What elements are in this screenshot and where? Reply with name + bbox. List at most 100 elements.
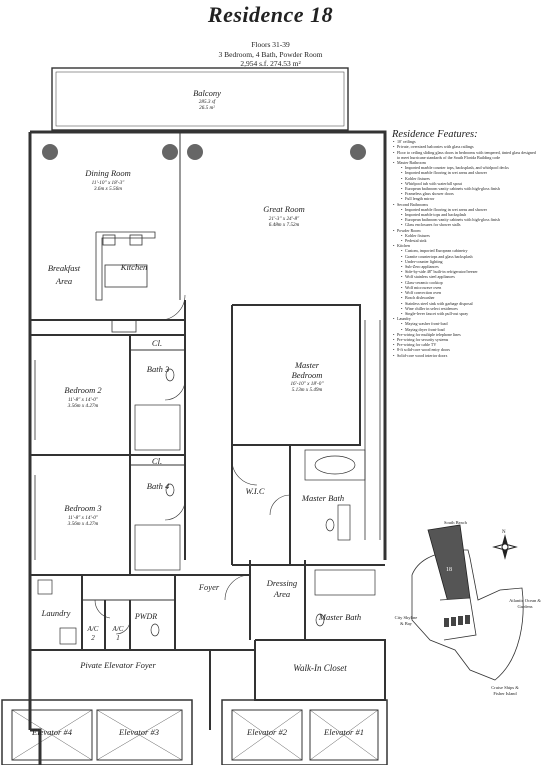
elevator-1-label: Elevator #1	[324, 727, 364, 737]
room-dressing-area: Dressing Area	[266, 578, 298, 599]
feature-item: Maytag washer front-load	[397, 321, 538, 326]
feature-item: Master Bathroom	[393, 160, 538, 165]
features-list: 10' ceilingsPrivate, oversized balconies…	[392, 139, 538, 358]
key-cruise-ships: Cruise Ships & Fisher Island	[491, 685, 519, 696]
key-unit-number: 18	[446, 567, 452, 573]
interior-walls	[30, 300, 386, 730]
door-swings	[94, 294, 291, 635]
great-dim-m: 6.48m x 7.52m	[268, 222, 300, 228]
feature-item: Kohler fixtures	[397, 233, 538, 238]
feature-item: Bosch dishwasher	[397, 295, 538, 300]
feature-item: Whirlpool tub with waterfall spout	[397, 181, 538, 186]
feature-item: 8-ft solid-core wood entry doors	[393, 347, 538, 352]
room-kitchen: Kitchen	[120, 262, 148, 272]
bed2-dim-ft: 11'-8" x 14'-0"	[67, 397, 99, 403]
room-ac-2: A/C 2	[87, 625, 99, 642]
exterior-walls	[28, 130, 387, 765]
feature-item: Powder Room	[393, 228, 538, 233]
room-great: Great Room	[263, 204, 305, 214]
room-balcony: Balcony	[193, 88, 221, 98]
balcony-outline	[51, 67, 349, 131]
feature-item: Under-counter lighting	[397, 259, 538, 264]
feature-item: Private, oversized balconies with glass …	[393, 144, 538, 149]
feature-item: Pre-wiring for multiple telephone lines	[393, 332, 538, 337]
feature-item: Stainless steel sink with garbage dispos…	[397, 301, 538, 306]
dining-dim-m: 3.6m x 5.56m	[94, 186, 122, 192]
feature-item: Glass enclosures for shower stalls	[397, 222, 538, 227]
elevator-3-label: Elevator #3	[119, 727, 159, 737]
area-text: 2,954 s.f. 274.53 m²	[240, 59, 301, 68]
feature-item: Pre-wiring for security systems	[393, 337, 538, 342]
room-master-bath-2: Master Bath	[318, 612, 362, 622]
room-dining: Dining Room	[85, 168, 131, 178]
feature-item: Wine chiller in select residences	[397, 306, 538, 311]
laundry-fixtures	[37, 579, 77, 645]
key-city-skyline: City Skyline & Bay	[394, 615, 418, 626]
room-bedroom-2: Bedroom 2	[64, 385, 102, 395]
great-dim-ft: 21'-3" x 24'-8"	[268, 216, 300, 222]
room-master-bedroom: Master Bedroom	[291, 360, 323, 380]
feature-item: Single-lever faucet with pull-out spray	[397, 311, 538, 316]
bed3-dim-ft: 11'-8" x 14'-0"	[67, 515, 99, 521]
rooms-summary: 3 Bedroom, 4 Bath, Powder Room	[218, 50, 323, 59]
dining-dim-ft: 11'-10" x 18'-3"	[91, 180, 125, 186]
glass-walls	[34, 320, 381, 560]
room-master-bath: Master Bath	[301, 493, 345, 503]
elevator-2-label: Elevator #2	[247, 727, 287, 737]
feature-item: Glass-ceramic cooktop	[397, 280, 538, 285]
room-ac-1: A/C 1	[112, 625, 124, 642]
feature-item: 10' ceilings	[393, 139, 538, 144]
compass-icon	[492, 534, 518, 560]
residence-title: Residence 18	[207, 2, 334, 27]
columns	[42, 144, 366, 160]
balcony-dim-sf: 285.3 sf	[198, 99, 216, 105]
room-bath-3: Bath 3	[146, 364, 170, 374]
feature-item: Wolf stainless steel appliances	[397, 274, 538, 279]
feature-item: Custom, imported European cabinetry	[397, 248, 538, 253]
feature-item: Floor to ceiling sliding glass doors in …	[393, 150, 538, 160]
feature-item: Imported marble flooring in wet areas an…	[397, 207, 538, 212]
feature-item: Pre-wiring for cable TV	[393, 342, 538, 347]
feature-item: Frameless glass shower doors	[397, 191, 538, 196]
master-dim-m: 5.13m x 5.49m	[291, 387, 323, 393]
master-dim-ft: 16'-10" x 18'-0"	[290, 381, 324, 387]
feature-item: Full length mirror	[397, 196, 538, 201]
key-south-beach: South Beach	[444, 520, 467, 525]
room-closet-2: Cl.	[151, 456, 163, 466]
feature-item: Wolf convection oven	[397, 290, 538, 295]
elevator-shafts	[1, 699, 388, 765]
bath-fixtures	[134, 368, 376, 637]
compass-north-label: N	[502, 530, 506, 535]
feature-item: Imported marble flooring in wet areas an…	[397, 170, 538, 175]
feature-item: European bathroom vanity cabinets with h…	[397, 217, 538, 222]
room-powder: PWDR	[134, 612, 158, 621]
feature-item: Imported marble tops and backsplash	[397, 212, 538, 217]
room-closet-1: Cl.	[151, 338, 163, 348]
feature-item: Side-by-side 48" built-in refrigerator/f…	[397, 269, 538, 274]
feature-item: Kohler fixtures	[397, 176, 538, 181]
feature-item: Wolf microwave oven	[397, 285, 538, 290]
room-bedroom-3: Bedroom 3	[64, 503, 102, 513]
feature-item: Pedestal sink	[397, 238, 538, 243]
bed3-dim-m: 3.56m x 4.27m	[67, 521, 99, 527]
feature-item: Imported marble counter tops, backsplash…	[397, 165, 538, 170]
room-breakfast: Breakfast Area	[47, 263, 81, 286]
feature-item: Maytag dryer front-load	[397, 327, 538, 332]
feature-item: Kitchen	[393, 243, 538, 248]
key-atlantic-ocean: Atlantic Ocean & Gardens	[509, 598, 541, 609]
floors-text: Floors 31-39	[251, 40, 290, 49]
room-foyer: Foyer	[198, 582, 220, 592]
feature-item: Laundry	[393, 316, 538, 321]
residence-features: Residence Features: 10' ceilingsPrivate,…	[392, 129, 538, 358]
room-laundry: Laundry	[41, 608, 71, 618]
bed2-dim-m: 3.56m x 4.27m	[67, 403, 99, 409]
feature-item: Granite countertops and glass backsplash	[397, 254, 538, 259]
key-plan	[411, 524, 524, 681]
kitchen-fixtures	[95, 231, 156, 333]
elevator-4-label: Elevator #4	[32, 727, 72, 737]
features-heading: Residence Features:	[392, 129, 478, 140]
room-bath-4: Bath 4	[146, 481, 170, 491]
room-wic: W.I.C	[245, 486, 265, 496]
feature-item: European bathroom vanity cabinets with h…	[397, 186, 538, 191]
